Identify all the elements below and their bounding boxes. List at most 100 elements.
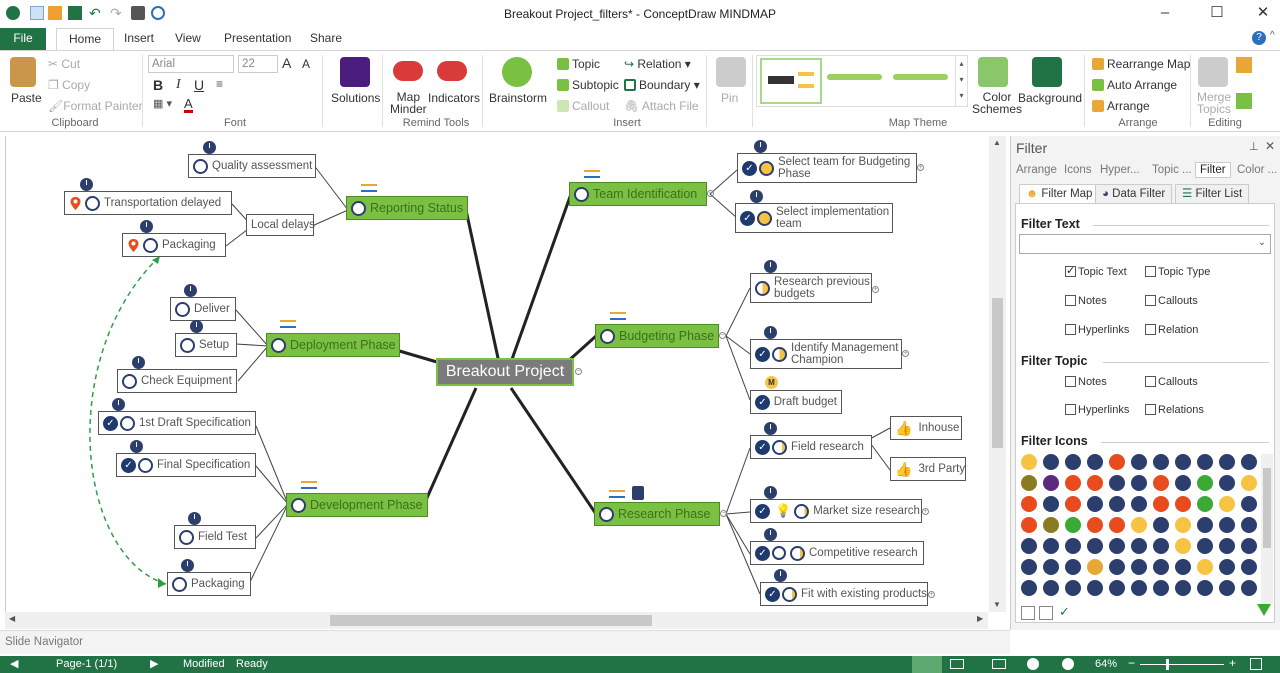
filter-palette-icon[interactable] (1087, 580, 1103, 596)
filter-palette-icon[interactable] (1153, 580, 1169, 596)
subtopic-check-equipment[interactable]: Check Equipment (117, 369, 237, 393)
play-slideshow-icon[interactable] (1027, 658, 1039, 670)
callout-button[interactable]: Callout (557, 99, 609, 113)
color-schemes-icon[interactable] (978, 57, 1008, 87)
filter-palette-icon[interactable] (1109, 517, 1125, 533)
subtopic-inhouse[interactable]: 👍Inhouse (890, 416, 962, 440)
theme-thumb-2[interactable] (827, 74, 882, 80)
normal-view-icon[interactable] (912, 656, 942, 673)
panel-tab-filter[interactable]: Filter (1195, 162, 1231, 178)
filter-palette-icon[interactable] (1153, 517, 1169, 533)
filter-palette-icon[interactable] (1021, 496, 1037, 512)
horizontal-scrollbar[interactable]: ◀ ▶ (5, 612, 988, 629)
filter-palette-icon[interactable] (1175, 538, 1191, 554)
filter-palette-icon[interactable] (1219, 538, 1235, 554)
filter-palette-icon[interactable] (1087, 559, 1103, 575)
chk-callouts[interactable]: Callouts (1145, 295, 1198, 307)
filter-palette-icon[interactable] (1219, 517, 1235, 533)
filter-palette-icon[interactable] (1197, 538, 1213, 554)
filter-palette-icon[interactable] (1219, 454, 1235, 470)
filter-palette-icon[interactable] (1043, 517, 1059, 533)
solutions-icon[interactable] (340, 57, 370, 87)
background-icon[interactable] (1032, 57, 1062, 87)
chk-relation[interactable]: Relation (1145, 324, 1198, 336)
align-icon[interactable]: ≡ (216, 77, 224, 91)
fit-page-icon[interactable] (1250, 658, 1262, 670)
collapse-ribbon-icon[interactable]: ^ (1270, 30, 1275, 41)
format-painter-button[interactable]: 🖌Format Painter (48, 99, 143, 113)
outline-view-icon[interactable] (950, 659, 964, 669)
chk-topic-callouts[interactable]: Callouts (1145, 376, 1198, 388)
filter-palette-icon[interactable] (1043, 580, 1059, 596)
filter-palette-icon[interactable] (1065, 475, 1081, 491)
chk-topic-text[interactable]: Topic Text (1065, 264, 1127, 278)
gallery-scroll[interactable]: ▴▾▾ (955, 56, 967, 106)
filter-palette-icon[interactable] (1065, 538, 1081, 554)
grow-font-icon[interactable]: A (282, 55, 292, 71)
pin-icon[interactable] (716, 57, 746, 87)
filter-palette-icon[interactable] (1021, 454, 1037, 470)
prev-page-icon[interactable]: ◀ (10, 658, 19, 670)
redo-icon[interactable]: ↷ (110, 5, 122, 21)
chk-notes[interactable]: Notes (1065, 295, 1107, 307)
filter-palette-icon[interactable] (1153, 496, 1169, 512)
shrink-font-icon[interactable]: A (302, 57, 311, 71)
filter-palette-icon[interactable] (1197, 559, 1213, 575)
filter-palette-icon[interactable] (1131, 517, 1147, 533)
filter-palette-icon[interactable] (1131, 496, 1147, 512)
tab-file[interactable]: File (0, 28, 46, 50)
subtopic-deliver[interactable]: Deliver (170, 297, 236, 321)
filter-palette-icon[interactable] (1131, 454, 1147, 470)
panel-tab-icons[interactable]: Icons (1064, 164, 1092, 176)
maximize-button[interactable]: ☐ (1210, 4, 1224, 21)
pin-button[interactable]: Pin (721, 91, 739, 105)
boundary-button[interactable]: Boundary ▾ (624, 78, 700, 92)
rearrange-map-button[interactable]: Rearrange Map (1092, 57, 1190, 71)
open-file-icon[interactable] (48, 6, 62, 20)
scroll-left-icon[interactable]: ◀ (9, 614, 16, 623)
filter-palette-icon[interactable] (1153, 538, 1169, 554)
subtopic-field-test[interactable]: Field Test (174, 525, 256, 549)
filter-palette-icon[interactable] (1021, 475, 1037, 491)
font-family-select[interactable]: Arial (148, 55, 234, 73)
vertical-scrollbar[interactable]: ▲ ▼ (989, 136, 1006, 612)
zoom-slider[interactable] (1140, 659, 1224, 670)
identify-expander-icon[interactable]: + (902, 350, 909, 357)
filter-palette-icon[interactable] (1065, 454, 1081, 470)
filter-palette-icon[interactable] (1197, 496, 1213, 512)
subtopic-button[interactable]: Subtopic (557, 78, 619, 92)
filter-palette-icon[interactable] (1241, 517, 1257, 533)
select-all-icons-icon[interactable] (1021, 606, 1035, 620)
hscroll-thumb[interactable] (330, 615, 652, 626)
next-page-icon[interactable]: ▶ (150, 658, 159, 670)
filter-palette-icon[interactable] (1131, 538, 1147, 554)
filter-palette-icon[interactable] (1241, 580, 1257, 596)
subtopic-third-party[interactable]: 👍3rd Party (890, 457, 966, 481)
auto-arrange-button[interactable]: Auto Arrange (1092, 78, 1177, 92)
print-preview-icon[interactable] (151, 6, 165, 20)
panel-tab-hyperlinks[interactable]: Hyper... (1100, 164, 1140, 176)
bold-button[interactable]: B (153, 77, 164, 93)
save-icon[interactable] (68, 6, 82, 20)
topic-reporting-status[interactable]: Reporting Status (346, 196, 468, 220)
indicators-button[interactable]: Indicators (428, 91, 481, 105)
subtopic-packaging-2[interactable]: Packaging (167, 572, 251, 596)
filter-palette-icon[interactable] (1065, 559, 1081, 575)
research-budgets-expander-icon[interactable]: + (872, 286, 879, 293)
brainstorm-icon[interactable] (502, 57, 532, 87)
panel-tab-arrange[interactable]: Arrange (1016, 164, 1057, 176)
chk-topic-relations[interactable]: Relations (1145, 404, 1204, 416)
slide-navigator[interactable]: Slide Navigator (0, 630, 1010, 654)
filter-palette-icon[interactable] (1153, 454, 1169, 470)
panel-pin-icon[interactable]: ⊥ (1249, 141, 1259, 153)
filter-palette-icon[interactable] (1109, 559, 1125, 575)
merge-topics-icon[interactable] (1198, 57, 1228, 87)
topic-research-phase[interactable]: Research Phase (594, 502, 720, 526)
filter-palette-icon[interactable] (1043, 496, 1059, 512)
vscroll-thumb[interactable] (992, 298, 1003, 448)
zoom-in-icon[interactable]: + (1229, 656, 1237, 670)
chk-topic-hyperlinks[interactable]: Hyperlinks (1065, 404, 1129, 416)
